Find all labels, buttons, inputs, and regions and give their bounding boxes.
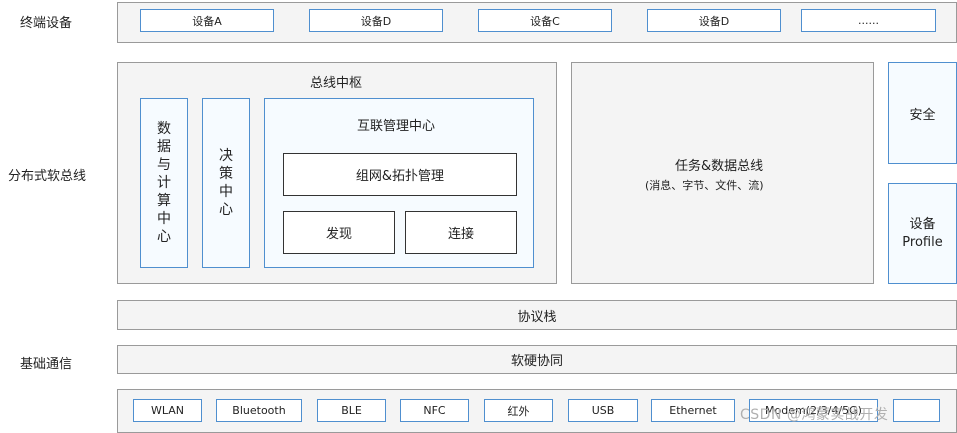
task-data-bus-panel <box>571 62 874 284</box>
device-profile-line: 设备 <box>909 216 936 232</box>
task-data-bus-subtitle: (消息、字节、文件、流) <box>645 179 764 192</box>
decision-char: 策 <box>219 166 233 182</box>
comm-tech-more-box <box>893 399 940 422</box>
device-more-box: ...... <box>801 9 936 32</box>
discovery-box: 发现 <box>283 211 395 254</box>
ble-box: BLE <box>317 399 386 422</box>
bluetooth-box: Bluetooth <box>216 399 302 422</box>
row-label-terminal: 终端设备 <box>20 16 73 31</box>
usb-box: USB <box>568 399 638 422</box>
security-box: 安全 <box>888 62 957 164</box>
decision-char: 中 <box>219 184 233 200</box>
data-compute-center-box: 数 据 与 计 算 中 心 <box>140 98 188 268</box>
ethernet-box: Ethernet <box>651 399 735 422</box>
data-compute-char: 计 <box>157 175 171 191</box>
data-compute-char: 中 <box>157 211 171 227</box>
device-c-box: 设备C <box>478 9 612 32</box>
device-d2-box: 设备D <box>647 9 781 32</box>
row-label-softbus: 分布式软总线 <box>8 169 87 184</box>
decision-char: 心 <box>219 202 233 218</box>
data-compute-char: 数 <box>157 121 171 137</box>
wlan-box: WLAN <box>133 399 202 422</box>
connect-box: 连接 <box>405 211 517 254</box>
device-profile-line: Profile <box>902 234 943 250</box>
infrared-box: 红外 <box>484 399 553 422</box>
hw-sw-collab-bar: 软硬协同 <box>117 345 957 374</box>
bus-hub-title: 总线中枢 <box>310 76 363 91</box>
watermark: CSDN @鸿蒙实战开发 <box>740 407 889 423</box>
device-d-box: 设备D <box>309 9 443 32</box>
device-a-box: 设备A <box>140 9 274 32</box>
row-label-basic-comm: 基础通信 <box>20 357 73 372</box>
data-compute-char: 与 <box>157 157 171 173</box>
nfc-box: NFC <box>400 399 469 422</box>
data-compute-char: 算 <box>157 193 171 209</box>
protocol-stack-bar: 协议栈 <box>117 300 957 330</box>
interconnect-center-title: 互联管理中心 <box>357 119 436 134</box>
data-compute-char: 据 <box>157 139 171 155</box>
task-data-bus-title: 任务&数据总线 <box>675 159 764 174</box>
network-topology-box: 组网&拓扑管理 <box>283 153 517 196</box>
decision-center-box: 决 策 中 心 <box>202 98 250 268</box>
modem-box: Modem(2/3/4/5G) <box>749 399 878 422</box>
decision-char: 决 <box>219 148 233 164</box>
device-profile-box: 设备 Profile <box>888 183 957 284</box>
data-compute-char: 心 <box>157 229 171 245</box>
